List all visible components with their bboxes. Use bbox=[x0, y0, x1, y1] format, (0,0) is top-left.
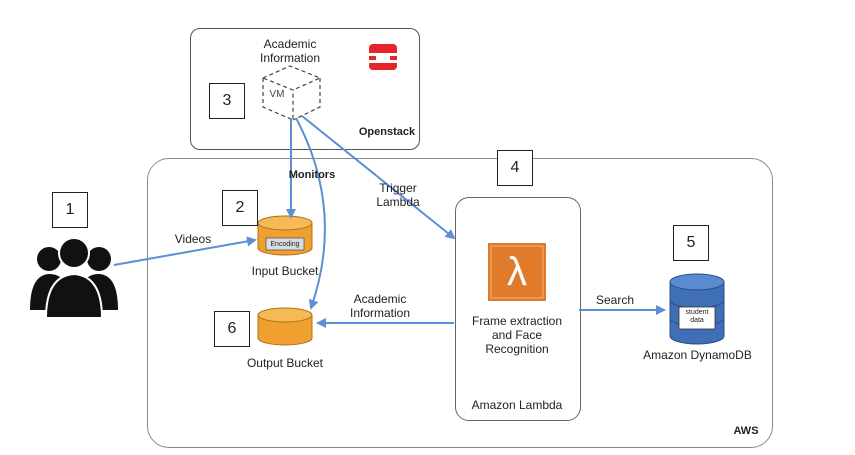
lambda-icon bbox=[488, 243, 546, 301]
vm-label: VM bbox=[269, 89, 285, 100]
search-label: Search bbox=[595, 293, 635, 307]
lambda-symbol: λ bbox=[507, 250, 527, 294]
trigger-lambda-label: Trigger Lambda bbox=[376, 181, 420, 209]
bucket-icon bbox=[257, 307, 313, 346]
encoding-tag: Encoding bbox=[270, 241, 300, 248]
step-number-1: 1 bbox=[52, 192, 88, 228]
openstack-label: Openstack bbox=[358, 126, 416, 138]
aws-label: AWS bbox=[733, 425, 759, 437]
step-number-2: 2 bbox=[222, 190, 258, 226]
monitors-label: Monitors bbox=[288, 169, 336, 181]
step-number-5: 5 bbox=[673, 225, 709, 261]
arrow-vm-to-lambda bbox=[301, 115, 456, 240]
student-data-tag: student data bbox=[685, 309, 709, 324]
step-number-4: 4 bbox=[497, 150, 533, 186]
vm-caption: Academic Information bbox=[259, 37, 321, 65]
step-number-6: 6 bbox=[214, 311, 250, 347]
lambda-description: Frame extraction and Face Recognition bbox=[471, 314, 563, 356]
dynamodb-icon bbox=[669, 273, 725, 345]
arrow-users-to-input bbox=[113, 236, 257, 266]
arrow-vm-to-output bbox=[295, 117, 326, 310]
bucket-icon bbox=[257, 215, 313, 256]
lambda-label: Amazon Lambda bbox=[471, 398, 563, 412]
step-number-3: 3 bbox=[209, 83, 245, 119]
videos-label: Videos bbox=[174, 232, 212, 246]
vm-cube-icon bbox=[261, 65, 322, 121]
output-bucket-label: Output Bucket bbox=[246, 356, 324, 370]
dynamodb-label: Amazon DynamoDB bbox=[643, 348, 752, 362]
lambda-box bbox=[455, 197, 581, 421]
input-bucket-label: Input Bucket bbox=[251, 264, 319, 278]
openstack-logo-icon bbox=[369, 44, 397, 70]
connector-arrows bbox=[113, 115, 666, 328]
academic-info-label: Academic Information bbox=[349, 292, 411, 320]
users-icon bbox=[30, 237, 118, 319]
